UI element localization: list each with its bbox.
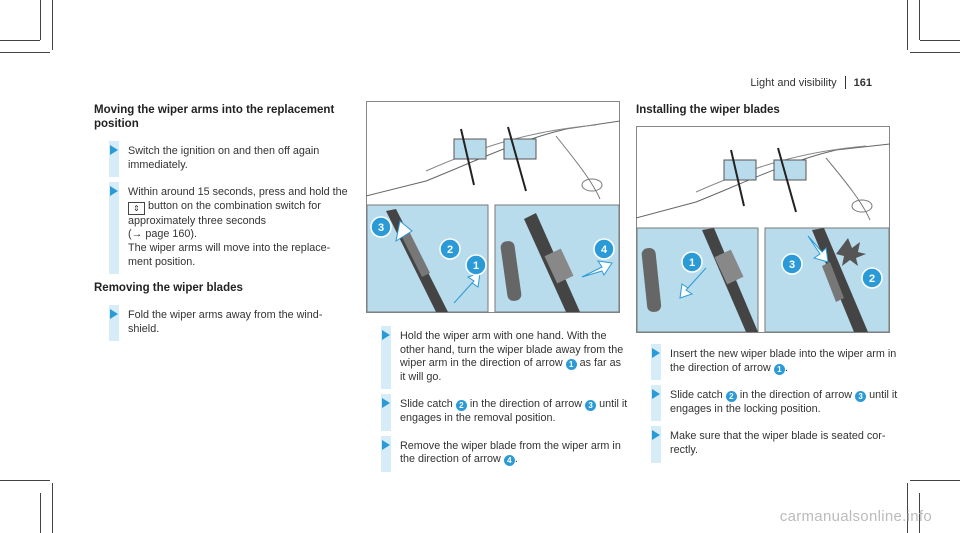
- crop-mark: [0, 480, 50, 481]
- figure-callout-2: [861, 267, 883, 289]
- crop-mark: [920, 40, 960, 41]
- step-arrow-icon: [110, 309, 118, 320]
- figure-label: 2: [447, 244, 453, 256]
- crop-mark: [0, 52, 50, 53]
- heading-moving-wiper-arms: Moving the wiper arms into the replaceme…: [94, 104, 335, 130]
- step-arrow-icon: [652, 348, 660, 358]
- callout-2-icon: 2: [725, 391, 737, 403]
- figure-callout-1: [465, 254, 487, 276]
- callout-3-icon: 3: [585, 400, 597, 412]
- watermark: carmanualsonline.info: [779, 508, 932, 525]
- figure-removing-wiper-blades: 3 2 1 4: [366, 101, 620, 313]
- page-header: Light and visibility 161: [750, 76, 872, 89]
- crop-mark: [40, 493, 41, 533]
- step-press-button: Within around 15 seconds, press and hold…: [94, 182, 352, 275]
- crop-mark: [52, 0, 53, 50]
- step-slide-catch-lock: Slide catch 2 in the direction of arrow …: [636, 385, 898, 422]
- figure-callout-4: [593, 238, 615, 260]
- column-3: Insert the new wiper blade into the wipe…: [636, 338, 898, 463]
- callout-1-icon: 1: [565, 359, 577, 371]
- crop-mark: [910, 480, 960, 481]
- crop-mark: [919, 0, 920, 40]
- page-number: 161: [853, 76, 872, 89]
- figure-installing-wiper-blades: 1 3 2: [636, 126, 890, 333]
- figure-callout-1: [681, 251, 703, 273]
- crop-mark: [0, 40, 40, 41]
- callout-4-icon: 4: [503, 455, 515, 467]
- figure-label: 1: [473, 260, 479, 272]
- step-arrow-icon: [652, 430, 660, 441]
- crop-mark: [910, 52, 960, 53]
- figure-callout-3: [781, 253, 803, 275]
- crop-mark: [907, 0, 908, 50]
- heading-removing-wiper-blades: Removing the wiper blades: [94, 282, 243, 295]
- step-arrow-icon: [382, 398, 390, 409]
- figure-callout-2: [439, 238, 461, 260]
- column-2: Hold the wiper arm with one hand. With t…: [366, 320, 628, 472]
- step-slide-catch: Slide catch 2 in the direction of arrow …: [366, 394, 628, 431]
- figure-label: 4: [601, 244, 608, 256]
- step-switch-ignition: Switch the ignition on and then off agai…: [94, 140, 352, 178]
- figure-label: 1: [689, 257, 695, 269]
- callout-3-icon: 3: [855, 391, 867, 403]
- step-arrow-icon: [110, 145, 118, 155]
- step-remove-wiper-blade: Remove the wiper blade from the wiper ar…: [366, 435, 628, 472]
- click-burst-icon: [836, 238, 866, 266]
- figure-label: 3: [789, 259, 795, 271]
- heading-installing-wiper-blades: Installing the wiper blades: [636, 104, 780, 116]
- header-divider: [844, 76, 846, 89]
- step-turn-wiper-blade: Hold the wiper arm with one hand. With t…: [366, 325, 628, 390]
- crop-mark: [40, 0, 41, 40]
- figure-label: 3: [378, 222, 384, 234]
- step-arrow-icon: [382, 330, 390, 340]
- callout-2-icon: 2: [455, 400, 467, 412]
- crop-mark: [919, 493, 920, 533]
- column-1: Moving the wiper arms into the replaceme…: [94, 103, 352, 342]
- figure-label: 2: [869, 273, 875, 285]
- callout-1-icon: 1: [773, 363, 785, 375]
- crop-mark: [52, 483, 53, 533]
- step-insert-wiper-blade: Insert the new wiper blade into the wipe…: [636, 343, 898, 381]
- crop-mark: [907, 483, 908, 533]
- wiper-button-icon: ⇕: [128, 201, 145, 215]
- section-title: Light and visibility: [750, 76, 837, 89]
- step-arrow-icon: [110, 186, 118, 197]
- step-arrow-icon: [382, 439, 390, 450]
- step-arrow-icon: [652, 389, 660, 400]
- step-fold-wiper-arms: Fold the wiper arms away from the wind-s…: [94, 305, 352, 342]
- figure-callout-3: [370, 216, 392, 238]
- step-check-seating: Make sure that the wiper blade is seated…: [636, 426, 898, 463]
